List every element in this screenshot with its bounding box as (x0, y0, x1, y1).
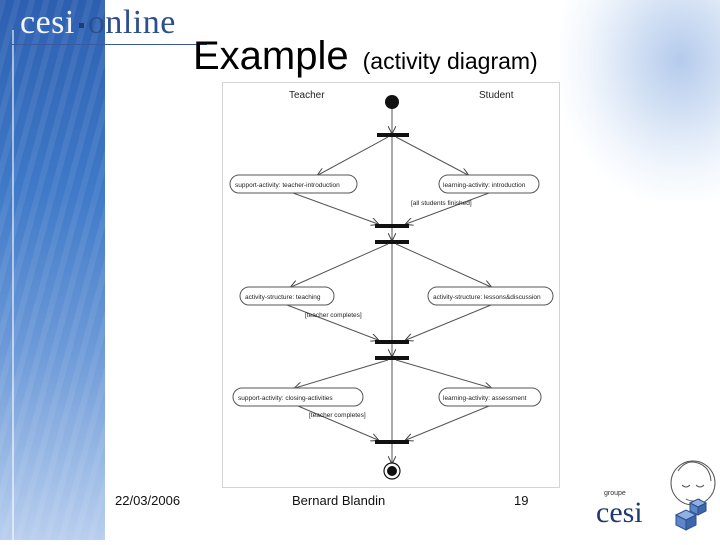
left-divider-line (12, 30, 14, 540)
fork-bar-2 (375, 240, 409, 244)
flow-edge (406, 192, 490, 224)
activity-student-3 (438, 387, 542, 407)
flow-edge (295, 359, 389, 388)
footer-author: Bernard Blandin (292, 493, 386, 508)
flow-edge (292, 192, 378, 224)
groupe-cesi-logo: groupe cesi (590, 455, 720, 540)
flow-edge (286, 304, 378, 340)
guard-label-3: [teacher completes] (309, 412, 366, 419)
flow-edge (395, 243, 491, 287)
face-sketch-icon (670, 460, 716, 506)
join-bar-2 (375, 340, 409, 344)
activity-teacher-1-label: support-activity: teacher-introduction (235, 182, 340, 189)
activity-student-1-label: learning-activity: introduction (443, 182, 526, 189)
final-node (387, 466, 397, 476)
lane-student-label: Student (479, 90, 514, 101)
left-decorative-band (0, 0, 105, 540)
top-right-decoration (560, 0, 720, 200)
logo-online-text: online (87, 4, 176, 41)
activity-teacher-3-label: support-activity: closing-activities (238, 395, 333, 402)
fork-bar-3 (375, 356, 409, 360)
activity-diagram-svg: .flow { stroke: #555; stroke-width: 1; f… (229, 90, 554, 480)
cesi-online-logo: cesi online (20, 4, 176, 42)
footer-page-number: 19 (514, 493, 529, 508)
activity-student-2-label: activity-structure: lessons&discussion (433, 294, 541, 301)
fork-bar-1 (377, 133, 409, 137)
cube-stack-icon (674, 498, 708, 531)
logo-cesi-text: cesi (20, 4, 75, 41)
slide-title-subtitle: (activity diagram) (362, 48, 538, 74)
flow-edge (395, 136, 468, 175)
lane-teacher-label: Teacher (289, 90, 325, 101)
flow-edge (318, 136, 389, 175)
join-bar-1 (375, 224, 409, 228)
logo-cesi-brand: cesi (596, 496, 643, 529)
activity-teacher-2-label: activity-structure: teaching (245, 294, 321, 301)
slide-title: Example (activity diagram) (193, 34, 538, 79)
flow-edge (291, 243, 389, 287)
logo-separator (78, 22, 84, 28)
flow-edge (395, 359, 491, 388)
flow-edge (406, 304, 492, 340)
guard-label-1: [all students finished] (411, 200, 472, 207)
logo-groupe-text: groupe (604, 490, 626, 497)
activity-student-3-label: learning-activity: assessment (443, 395, 527, 402)
flow-edge (406, 405, 490, 440)
header-rule (12, 44, 207, 45)
flow-edge (297, 405, 378, 440)
footer-date: 22/03/2006 (115, 493, 181, 508)
initial-node (385, 95, 399, 109)
slide-title-main: Example (193, 34, 349, 78)
guard-label-2: [teacher completes] (305, 312, 362, 319)
activity-diagram: .flow { stroke: #555; stroke-width: 1; f… (222, 82, 560, 488)
join-bar-3 (375, 440, 409, 444)
